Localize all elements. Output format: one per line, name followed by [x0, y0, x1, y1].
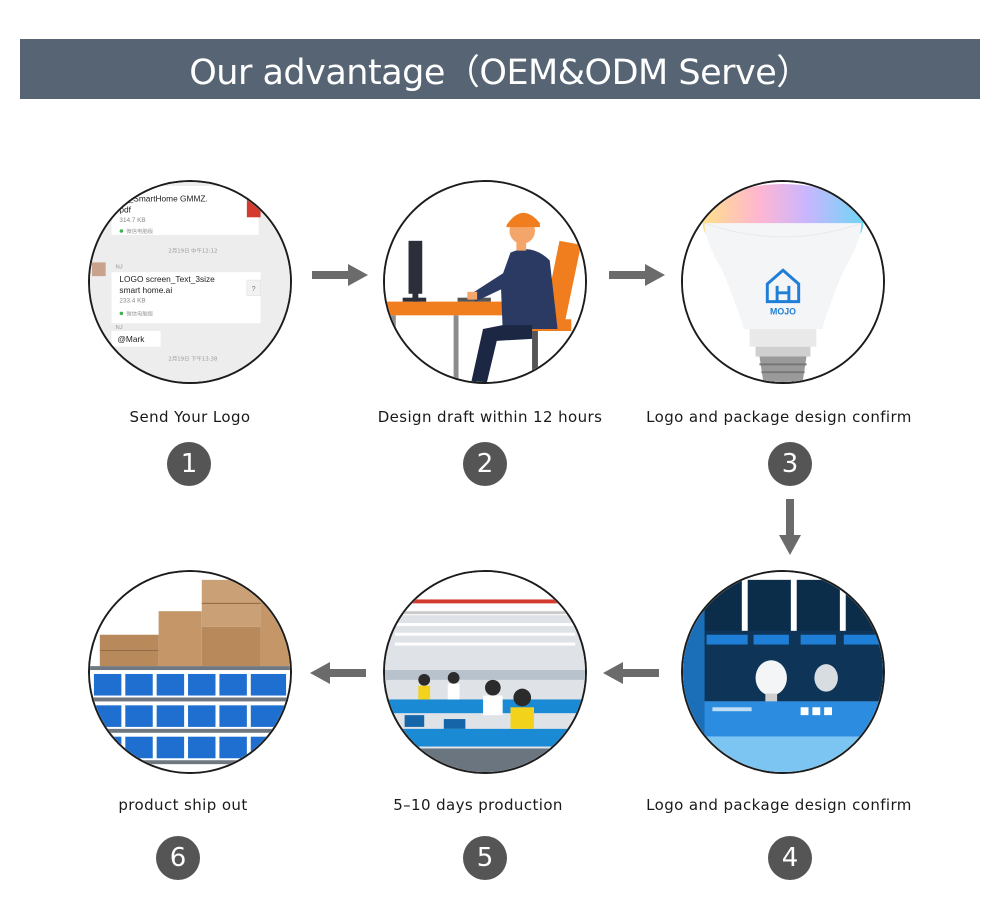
step-2-number-badge: 2: [463, 442, 507, 486]
step-3-image: MOJO: [681, 180, 885, 384]
arrow-down-icon: [779, 499, 801, 555]
chat-sender: NJ: [115, 264, 122, 270]
step-5-number-badge: 5: [463, 836, 507, 880]
step-5-label: 5–10 days production: [318, 796, 638, 814]
chat-file1-name-line1: go_SmartHome GMMZ.: [119, 194, 207, 204]
arrow-left-icon: [603, 662, 659, 684]
step-4-label: Logo and package design confirm: [619, 796, 939, 814]
chat-mention: @Mark: [117, 334, 145, 344]
step-1-number-badge: 1: [167, 442, 211, 486]
chat-file2-size: 233.4 KB: [119, 298, 145, 305]
chat-file1-source: 微信电脑版: [126, 227, 153, 235]
step-1-image: go_SmartHome GMMZ. pdf 314.7 KB 微信电脑版 2月…: [88, 180, 292, 384]
chat-file2-ext: ?: [252, 286, 256, 293]
chat-sender-2: NJ: [115, 325, 122, 331]
chat-file2-name-line2: smart home.ai: [119, 285, 172, 295]
designer-at-desk-illustration: [385, 182, 585, 382]
step-6-label: product ship out: [23, 796, 343, 814]
warehouse-shipping-illustration: [90, 572, 290, 772]
packaging-design-illustration: [683, 572, 883, 772]
chat-file2-name-line1: LOGO screen_Text_3size: [119, 274, 215, 284]
step-5-image: [383, 570, 587, 774]
step-3-number-badge: 3: [768, 442, 812, 486]
step-3-label: Logo and package design confirm: [619, 408, 939, 426]
chat-file1-name-line2: pdf: [119, 204, 131, 214]
chat-screenshot-illustration: go_SmartHome GMMZ. pdf 314.7 KB 微信电脑版 2月…: [90, 182, 290, 382]
step-2-image: [383, 180, 587, 384]
step-4-image: [681, 570, 885, 774]
bulb-brand-text: MOJO: [770, 306, 796, 316]
arrow-left-icon: [310, 662, 366, 684]
chat-timestamp-2: 2月19日 下午13:38: [168, 354, 218, 362]
header-banner: Our advantage（OEM&ODM Serve）: [20, 39, 980, 99]
step-2-label: Design draft within 12 hours: [330, 408, 650, 426]
factory-production-illustration: [385, 572, 585, 772]
chat-file2-source: 微信电脑版: [126, 309, 153, 317]
step-1-label: Send Your Logo: [30, 408, 350, 426]
smart-bulb-illustration: MOJO: [683, 182, 883, 382]
arrow-right-icon: [312, 264, 368, 286]
chat-file1-size: 314.7 KB: [119, 217, 145, 224]
arrow-right-icon: [609, 264, 665, 286]
step-6-number-badge: 6: [156, 836, 200, 880]
step-4-number-badge: 4: [768, 836, 812, 880]
step-6-image: [88, 570, 292, 774]
chat-timestamp-1: 2月19日 中午12:12: [168, 247, 217, 255]
page-title: Our advantage（OEM&ODM Serve）: [189, 44, 811, 95]
